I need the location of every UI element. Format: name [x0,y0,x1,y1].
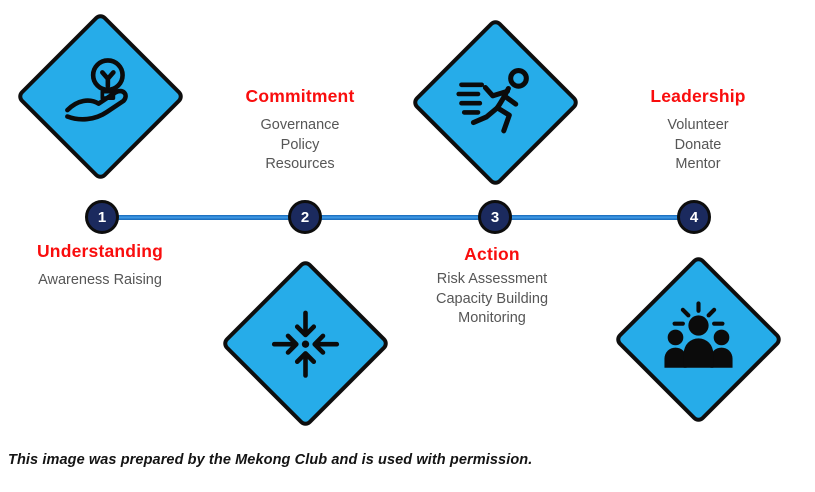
step-title: Action [464,244,520,264]
step-item: Monitoring [458,310,526,326]
converging-arrows-icon [258,296,354,392]
diamond-action [409,16,582,189]
step-item: Governance [260,117,340,133]
step-item: Policy [280,136,320,153]
step-title: Understanding [36,241,164,261]
step-circle-2: 2 [288,200,322,234]
step-title: Commitment [245,86,355,106]
step-item: Awareness Raising [38,272,162,288]
timeline-line [102,215,694,220]
step-text-understanding: Understanding Awareness Raising [37,241,163,291]
step-item: Donate [674,136,722,153]
step-number: 2 [300,208,310,226]
step-item: Risk Assessment [436,271,548,287]
step-text-action: Action Risk Assessment Capacity Building… [436,244,548,329]
running-person-icon [448,55,544,151]
team-with-leader-icon [651,292,747,388]
attribution-caption: This image was prepared by the Mekong Cl… [8,452,533,468]
step-title: Leadership [650,86,746,106]
step-circle-3: 3 [478,200,512,234]
step-item: Resources [265,156,335,172]
diamond-understanding [14,10,187,183]
step-text-commitment: Commitment Governance Policy Resources [246,86,355,175]
step-circle-4: 4 [677,200,711,234]
step-text-leadership: Leadership Volunteer Donate Mentor [650,86,745,175]
step-number: 1 [97,208,107,226]
step-item: Mentor [675,156,721,172]
step-item: Capacity Building [435,290,549,307]
diamond-leadership [612,253,785,426]
step-item: Volunteer [667,117,729,133]
hand-holding-lightbulb-icon [53,49,149,145]
step-number: 3 [490,208,500,226]
step-circle-1: 1 [85,200,119,234]
diamond-commitment [219,257,392,430]
step-number: 4 [689,208,699,226]
